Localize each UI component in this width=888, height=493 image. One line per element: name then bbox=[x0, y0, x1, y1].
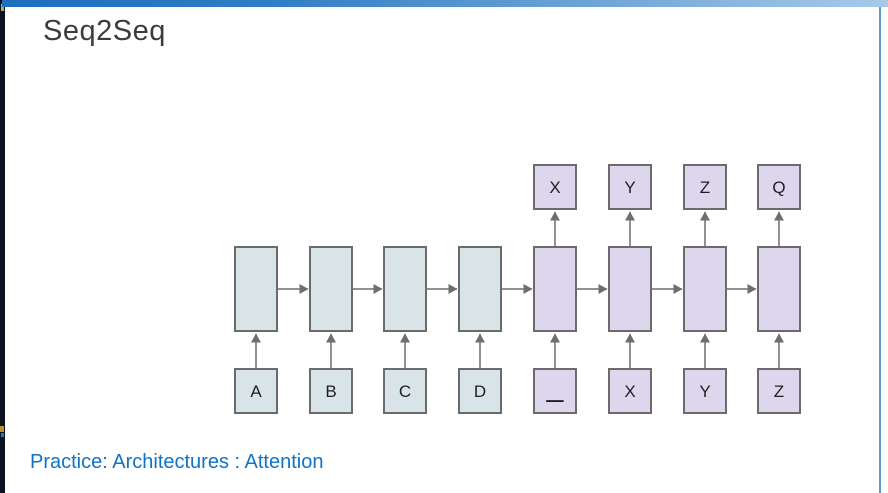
input-label-5: X bbox=[624, 382, 635, 401]
output-label-1: Y bbox=[624, 178, 635, 197]
decoder-cell-0 bbox=[533, 246, 577, 332]
input-box-3 bbox=[458, 368, 502, 414]
decoder-cell-3 bbox=[757, 246, 801, 332]
input-label-4: _ bbox=[546, 370, 565, 403]
output-box-1 bbox=[608, 164, 652, 210]
output-label-0: X bbox=[549, 178, 560, 197]
artifact-speck bbox=[1, 4, 4, 11]
output-box-2 bbox=[683, 164, 727, 210]
output-box-0 bbox=[533, 164, 577, 210]
encoder-cell-2 bbox=[383, 246, 427, 332]
input-label-2: C bbox=[399, 382, 411, 401]
input-label-6: Y bbox=[699, 382, 710, 401]
right-border-line bbox=[879, 7, 881, 493]
page-title: Seq2Seq bbox=[43, 15, 166, 47]
encoder-cell-1 bbox=[309, 246, 353, 332]
input-label-0: A bbox=[250, 382, 262, 401]
artifact-speck bbox=[0, 426, 4, 432]
footer-breadcrumb: Practice: Architectures : Attention bbox=[30, 451, 324, 473]
input-box-7 bbox=[757, 368, 801, 414]
output-label-3: Q bbox=[772, 178, 785, 197]
left-edge-strip bbox=[0, 0, 5, 493]
output-box-3 bbox=[757, 164, 801, 210]
input-label-3: D bbox=[474, 382, 486, 401]
artifact-speck bbox=[1, 433, 4, 437]
input-box-5 bbox=[608, 368, 652, 414]
top-gradient-bar bbox=[2, 0, 888, 7]
decoder-cell-2 bbox=[683, 246, 727, 332]
output-label-2: Z bbox=[700, 178, 710, 197]
decoder-cell-1 bbox=[608, 246, 652, 332]
input-label-1: B bbox=[325, 382, 336, 401]
encoder-cell-0 bbox=[234, 246, 278, 332]
encoder-cell-3 bbox=[458, 246, 502, 332]
input-label-7: Z bbox=[774, 382, 784, 401]
